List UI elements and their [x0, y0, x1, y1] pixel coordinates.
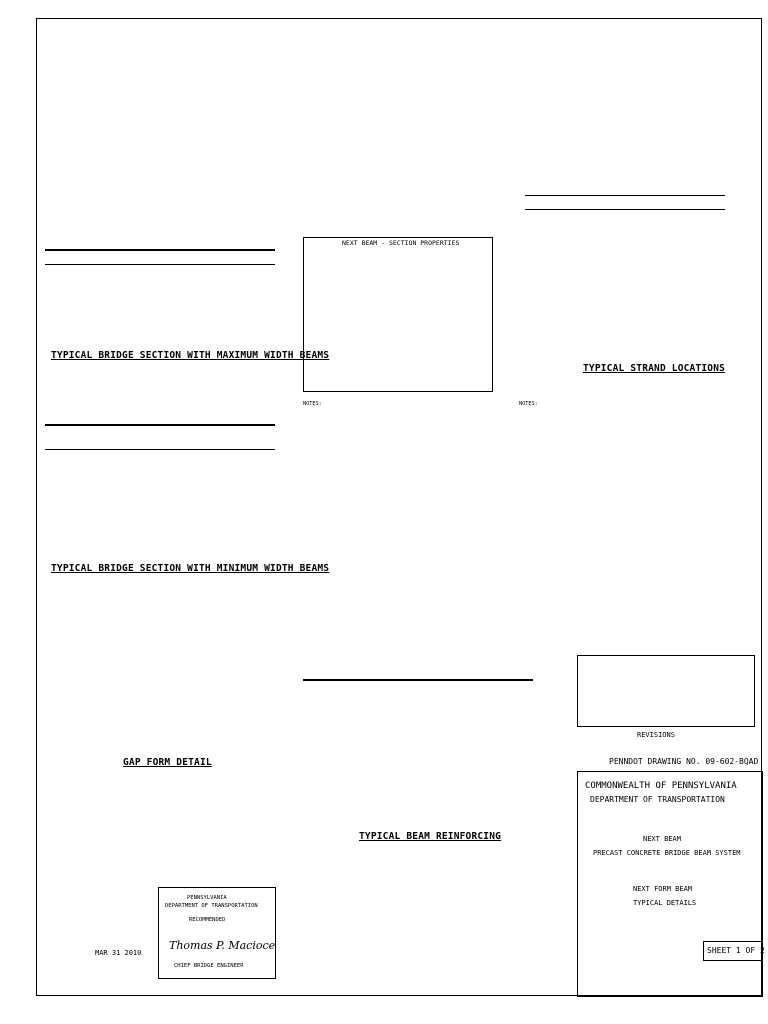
min-section-deck — [45, 424, 275, 426]
sheet-number: SHEET 1 OF 2 — [707, 946, 765, 955]
revisions-box — [577, 655, 755, 727]
stamp-line2: DEPARTMENT OF TRANSPORTATION — [165, 903, 258, 909]
title-line-4: TYPICAL DETAILS — [633, 899, 697, 907]
notes-label-right: NOTES: — [519, 401, 538, 407]
max-section-haunch — [45, 264, 275, 265]
strand-deck-top — [525, 195, 725, 196]
heading-max-width: TYPICAL BRIDGE SECTION WITH MAXIMUM WIDT… — [51, 350, 330, 361]
notes-label-center: NOTES: — [303, 401, 322, 407]
title-line-1: NEXT BEAM — [643, 835, 681, 843]
title-line-2: PRECAST CONCRETE BRIDGE BEAM SYSTEM — [593, 849, 741, 857]
max-section-deck — [45, 249, 275, 251]
drawing-number: PENNDOT DRAWING NO. 09-602-BQAD — [609, 757, 759, 766]
stamp-line4: CHIEF BRIDGE ENGINEER — [174, 963, 244, 969]
heading-strand-locations: TYPICAL STRAND LOCATIONS — [583, 363, 726, 374]
section-properties-table — [303, 237, 493, 392]
heading-beam-reinforcing: TYPICAL BEAM REINFORCING — [359, 831, 502, 842]
stamp-signature: Thomas P. Macioce — [169, 939, 276, 952]
stamp-line1: PENNSYLVANIA — [187, 895, 227, 901]
approval-stamp — [158, 887, 276, 979]
heading-gap-form: GAP FORM DETAIL — [123, 757, 212, 768]
min-section-haunch — [45, 449, 275, 450]
title-line-3: NEXT FORM BEAM — [633, 885, 693, 893]
commonwealth: COMMONWEALTH OF PENNSYLVANIA — [585, 781, 737, 791]
department: DEPARTMENT OF TRANSPORTATION — [590, 795, 725, 804]
reinforcing-deck — [303, 679, 533, 681]
revisions-label: REVISIONS — [637, 731, 675, 739]
heading-min-width: TYPICAL BRIDGE SECTION WITH MINIMUM WIDT… — [51, 563, 330, 574]
section-properties-title: NEXT BEAM - SECTION PROPERTIES — [342, 239, 460, 247]
drawing-sheet: TYPICAL BRIDGE SECTION WITH MAXIMUM WIDT… — [36, 18, 765, 997]
title-block — [577, 771, 763, 997]
sheet-number-box — [703, 941, 763, 961]
date-stamp: MAR 31 2010 — [95, 949, 142, 957]
stamp-line3: RECOMMENDED — [189, 917, 226, 923]
strand-deck-bottom — [525, 209, 725, 210]
